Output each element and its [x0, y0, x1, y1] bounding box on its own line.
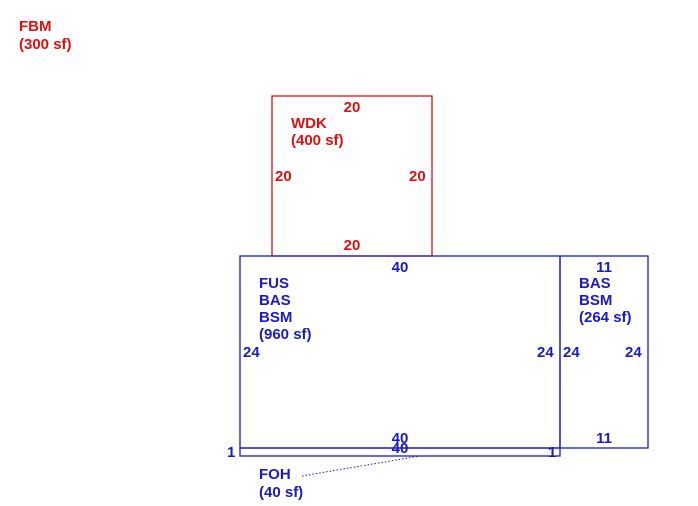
side-dim-top: 11: [596, 259, 612, 276]
side-section: 11 11 24 24 BAS BSM (264 sf): [559, 255, 649, 449]
side-code-bas: BAS: [579, 275, 611, 292]
wdk-section: 20 20 20 20 WDK (400 sf): [271, 95, 433, 257]
side-dim-right: 24: [625, 344, 642, 361]
main-dim-left: 24: [243, 344, 260, 361]
main-section: 40 40 24 24 FUS BAS BSM (960 sf): [239, 255, 561, 449]
foh-outline: [239, 447, 561, 457]
side-code-bsm: BSM: [579, 292, 612, 309]
foh-code: FOH: [259, 466, 291, 483]
main-dim-bottom: 40: [392, 430, 409, 447]
wdk-dim-top: 20: [344, 99, 361, 116]
wdk-dim-right: 20: [409, 168, 426, 185]
wdk-code: WDK: [291, 115, 327, 132]
foh-dim-left: 1: [227, 444, 235, 461]
side-dim-bottom: 11: [596, 430, 612, 447]
side-outline: [559, 255, 649, 449]
fbm-area: (300 sf): [19, 36, 72, 53]
foh-dim-top: 40: [392, 440, 409, 457]
main-dim-top: 40: [392, 259, 409, 276]
main-code-bas: BAS: [259, 292, 291, 309]
wdk-dim-bottom: 20: [344, 237, 361, 254]
foh-section: 40 1 1 FOH (40 sf): [227, 440, 561, 501]
main-code-fus: FUS: [259, 275, 289, 292]
foh-leader-line: [301, 455, 421, 477]
wdk-area: (400 sf): [291, 132, 344, 149]
main-code-bsm: BSM: [259, 309, 292, 326]
main-area: (960 sf): [259, 326, 312, 343]
foh-area: (40 sf): [259, 484, 303, 501]
side-area: (264 sf): [579, 309, 632, 326]
side-dim-left: 24: [563, 344, 580, 361]
fbm-area-label: FBM (300 sf): [19, 18, 72, 53]
foh-dim-right: 1: [548, 444, 556, 461]
wdk-dim-left: 20: [275, 168, 292, 185]
fbm-code: FBM: [19, 18, 52, 35]
main-dim-right: 24: [537, 344, 554, 361]
